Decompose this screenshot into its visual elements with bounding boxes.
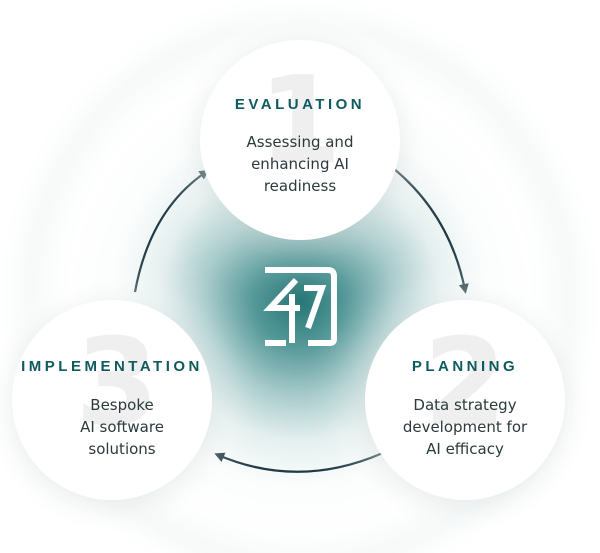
step-evaluation: 1 EVALUATION Assessing and enhancing AI … (200, 40, 400, 240)
step-planning: 2 PLANNING Data strategy development for… (365, 300, 565, 500)
arrow-implementation-to-evaluation (133, 169, 210, 293)
description-line: solutions (88, 440, 156, 458)
step-description: Bespoke AI software solutions (22, 394, 222, 460)
arrow-evaluation-to-planning (392, 167, 469, 294)
step-number: 3 (75, 314, 159, 453)
step-implementation: 3 IMPLEMENTATION Bespoke AI software sol… (12, 300, 212, 500)
step-description: Assessing and enhancing AI readiness (200, 131, 400, 197)
step-circle (12, 300, 212, 500)
description-line: readiness (263, 177, 337, 195)
description-line: development for (402, 418, 528, 436)
step-title: PLANNING (411, 358, 519, 375)
description-line: Data strategy (413, 396, 517, 414)
step-number: 2 (423, 314, 507, 453)
description-line: AI software (80, 418, 164, 436)
step-title: EVALUATION (234, 96, 366, 113)
description-line: enhancing AI (251, 155, 349, 173)
step-description: Data strategy development for AI efficac… (365, 394, 565, 460)
step-number: 1 (258, 52, 342, 191)
logo-47-icon (263, 267, 337, 346)
arrow-planning-to-implementation (214, 450, 386, 473)
description-line: Assessing and (246, 133, 354, 151)
description-line: AI efficacy (426, 440, 504, 458)
step-title: IMPLEMENTATION (21, 358, 203, 375)
description-line: Bespoke (90, 396, 154, 414)
